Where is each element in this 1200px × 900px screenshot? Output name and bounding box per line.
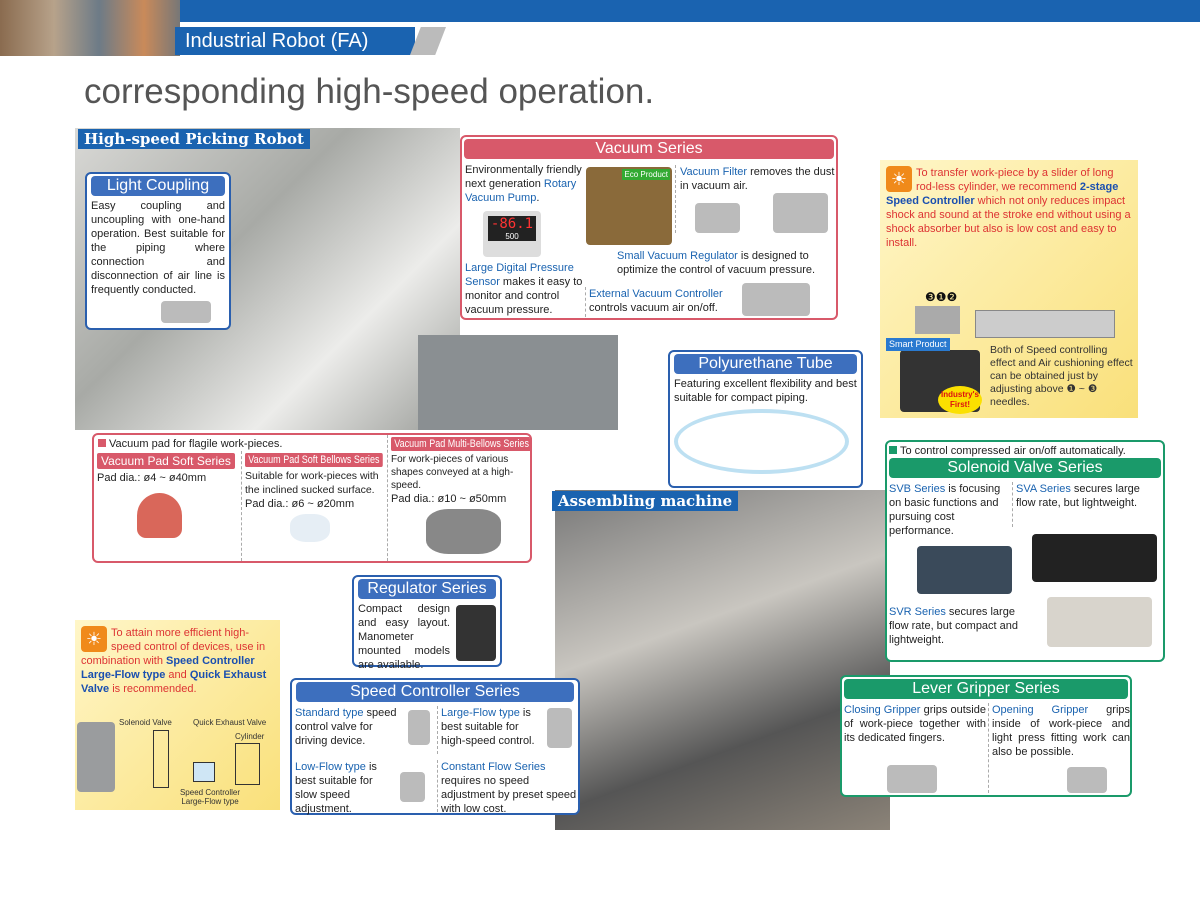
closing-gripper-text: Closing Gripper grips outside of work-pi… xyxy=(844,704,986,744)
constant-flow-text: Constant Flow Series requires no speed a… xyxy=(437,760,577,815)
gripper-title: Lever Gripper Series xyxy=(844,679,1128,699)
rotary-pump-text: Environmentally friendly next generation… xyxy=(465,164,582,204)
closing-gripper-image xyxy=(887,765,937,793)
tip-right-text: To transfer work-piece by a slider of lo… xyxy=(886,167,1131,249)
sva-text: SVA Series secures large flow rate, but … xyxy=(1012,482,1162,527)
pressure-sensor-text: Large Digital Pressure Sensor makes it e… xyxy=(465,262,583,316)
pad-soft-title: Vacuum Pad Soft Series xyxy=(97,453,235,469)
vacuum-regulator-text: Small Vacuum Regulator is designed to op… xyxy=(617,250,816,276)
assembling-machine-photo xyxy=(555,490,890,830)
title-decoration xyxy=(410,27,446,55)
vacuum-regulator-image xyxy=(773,193,829,233)
circuit-diagram: Solenoid Valve Quick Exhaust Valve Cylin… xyxy=(75,716,280,810)
solenoid-title: Solenoid Valve Series xyxy=(889,458,1161,478)
vacuum-series-box: Vacuum Series Environmentally friendly n… xyxy=(460,135,838,320)
low-flow-text: Low-Flow type is best suitable for slow … xyxy=(295,761,377,815)
pad-soft-image xyxy=(137,493,182,538)
vacuum-equipment-photo xyxy=(418,335,618,430)
vacuum-controller-image xyxy=(742,283,810,316)
large-flow-controller-image xyxy=(77,722,115,792)
industrys-first-badge: Industry's First! xyxy=(938,386,982,414)
large-flow-text: Large-Flow type is best suitable for hig… xyxy=(437,706,537,754)
sensor-subdisplay: 500 xyxy=(488,232,536,241)
vacuum-filter-text: Vacuum Filter removes the dust in vacuum… xyxy=(680,166,835,192)
speed-controller-title: Speed Controller Series xyxy=(296,682,574,702)
svb-image xyxy=(917,546,1012,594)
pad-bellows-text: Suitable for work-pieces with the inclin… xyxy=(245,470,379,496)
vacuum-pad-intro: Vacuum pad for flagile work-pieces. xyxy=(98,437,526,451)
svr-text: SVR Series secures large flow rate, but … xyxy=(889,606,1019,646)
svr-image xyxy=(1047,597,1152,647)
light-coupling-title: Light Coupling xyxy=(91,176,225,196)
opening-gripper-text: Opening Gripper grips inside of work-pie… xyxy=(988,703,1130,793)
regulator-title: Regulator Series xyxy=(358,579,496,599)
two-stage-diagram-valve xyxy=(915,306,960,334)
large-flow-image xyxy=(547,708,572,748)
section-title: Industrial Robot (FA) xyxy=(175,27,415,55)
pad-multi-title: Vacuum Pad Multi-Bellows Series xyxy=(391,437,530,451)
assembling-machine-label: Assembling machine xyxy=(552,491,739,511)
tip-large-flow-combination: ☀ To attain more efficient high-speed co… xyxy=(75,620,280,810)
regulator-box: Regulator Series Compact design and easy… xyxy=(352,575,502,671)
lightbulb-icon: ☀ xyxy=(81,626,107,652)
tip-right-note: Both of Speed controlling effect and Air… xyxy=(990,344,1133,408)
pad-multi-text: For work-pieces of various shapes convey… xyxy=(391,454,514,491)
polyurethane-tube-box: Polyurethane Tube Featuring excellent fl… xyxy=(668,350,863,488)
pad-multi-image xyxy=(426,509,501,554)
top-band xyxy=(180,0,1200,22)
standard-type-image xyxy=(408,710,430,745)
header-photo-strip xyxy=(0,0,180,56)
tip-two-stage-speed-controller: ☀ To transfer work-piece by a slider of … xyxy=(880,160,1138,418)
solenoid-intro: To control compressed air on/off automat… xyxy=(889,444,1161,458)
diagram-qev-label: Quick Exhaust Valve xyxy=(193,718,267,727)
tube-text: Featuring excellent flexibility and best… xyxy=(674,378,857,404)
tube-image xyxy=(674,409,849,474)
speed-controller-box: Speed Controller Series Standard type sp… xyxy=(290,678,580,815)
tip-left-text: To attain more efficient high-speed cont… xyxy=(81,627,267,695)
two-stage-diagram-cylinder xyxy=(975,310,1115,338)
sensor-display: -86.1 xyxy=(488,216,536,232)
rotary-pump-image: Eco Product xyxy=(586,167,672,245)
light-coupling-box: Light Coupling Easy coupling and uncoupl… xyxy=(85,172,231,330)
picking-robot-label: High-speed Picking Robot xyxy=(78,129,310,149)
sva-image xyxy=(1032,534,1157,582)
diagram-speed-controller-label: Speed Controller Large-Flow type xyxy=(179,788,241,806)
pad-bellows-dia: Pad dia.: ø6 ~ ø20mm xyxy=(245,498,355,510)
regulator-text: Compact design and easy layout. Manomete… xyxy=(358,603,450,671)
tube-title: Polyurethane Tube xyxy=(674,354,857,374)
diagram-solenoid-label: Solenoid Valve xyxy=(119,718,172,727)
needle-numbers: ❸❶❷ xyxy=(925,290,958,304)
diagram-cylinder-label: Cylinder xyxy=(235,732,265,741)
pad-multi-dia: Pad dia.: ø10 ~ ø50mm xyxy=(391,493,507,505)
low-flow-image xyxy=(400,772,425,802)
svb-text: SVB Series is focusing on basic function… xyxy=(889,483,1001,537)
smart-product-badge: Smart Product xyxy=(886,338,950,351)
page-headline: corresponding high-speed operation. xyxy=(84,72,655,111)
opening-gripper-image xyxy=(1067,767,1107,793)
vacuum-series-title: Vacuum Series xyxy=(464,139,834,159)
standard-type-text: Standard type speed control valve for dr… xyxy=(295,707,397,747)
solenoid-valve-box: To control compressed air on/off automat… xyxy=(885,440,1165,662)
vacuum-filter-image xyxy=(695,203,740,233)
pad-soft-text: Pad dia.: ø4 ~ ø40mm xyxy=(97,472,207,484)
regulator-image xyxy=(456,605,496,661)
light-coupling-text: Easy coupling and uncoupling with one-ha… xyxy=(91,200,225,296)
pad-bellows-title: Vacuum Pad Soft Bellows Series xyxy=(245,453,383,467)
coupling-image xyxy=(161,301,211,323)
lever-gripper-box: Lever Gripper Series Closing Gripper gri… xyxy=(840,675,1132,797)
pressure-sensor-image: -86.1 500 xyxy=(483,211,541,257)
eco-product-badge: Eco Product xyxy=(622,169,670,180)
lightbulb-icon: ☀ xyxy=(886,166,912,192)
pad-bellows-image xyxy=(290,514,330,542)
vacuum-pad-box: Vacuum pad for flagile work-pieces. Vacu… xyxy=(92,433,532,563)
